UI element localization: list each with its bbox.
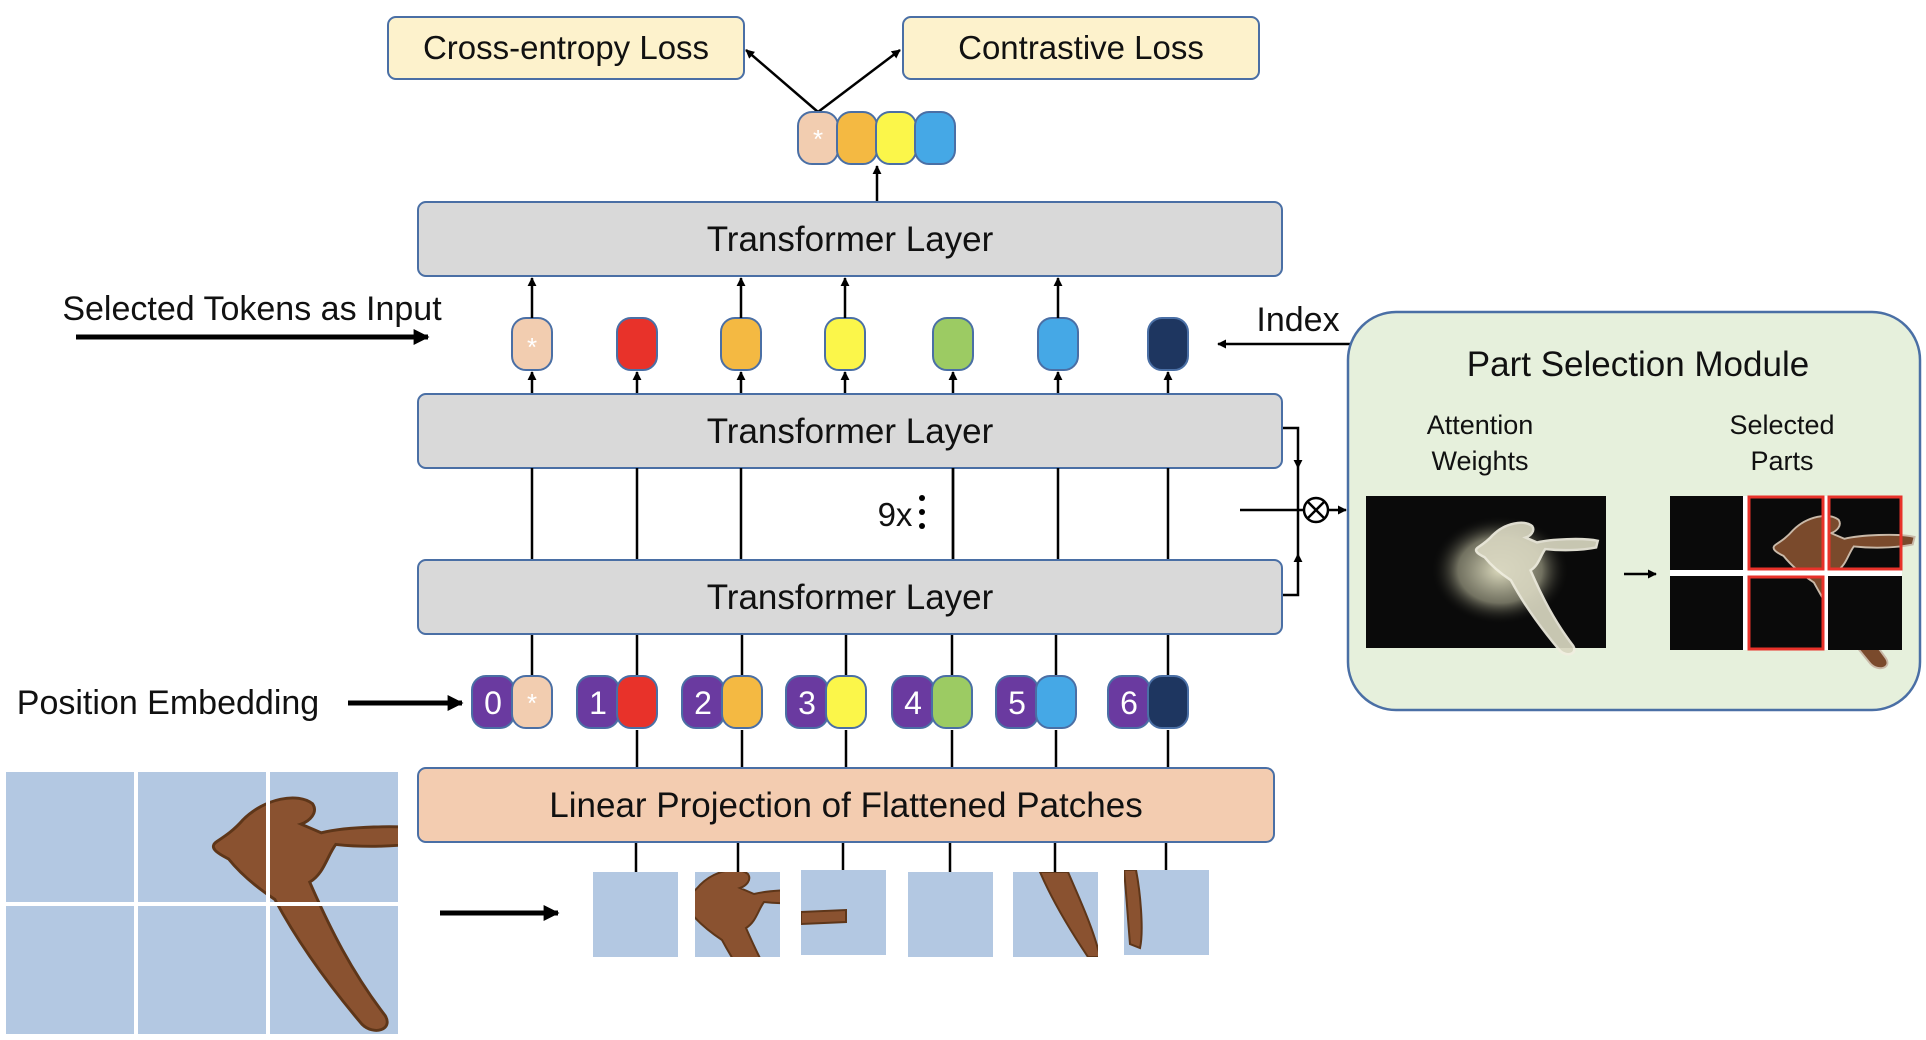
selected-token-1 — [616, 317, 658, 371]
output-token-2 — [836, 111, 878, 165]
selected-tokens-label: Selected Tokens as Input — [62, 290, 442, 328]
embedded-token-0: 0* — [471, 635, 553, 729]
position-index-label: 1 — [589, 685, 607, 721]
patch-token — [825, 675, 867, 729]
attention-weights-label-line1: Attention — [1427, 410, 1534, 440]
patch-token — [511, 675, 553, 729]
selected-token-3 — [824, 317, 866, 371]
position-embedding-label: Position Embedding — [17, 684, 319, 722]
patch-token — [616, 675, 658, 729]
attention-weights-label-line2: Weights — [1431, 446, 1528, 476]
selected-token-cls-mark: * — [527, 332, 537, 362]
part-cell-4 — [1748, 576, 1824, 650]
patch-token — [1147, 675, 1189, 729]
contrastive-loss-box — [902, 16, 1260, 80]
repeat-ellipsis — [919, 495, 925, 529]
cross-entropy-loss-box — [387, 16, 745, 80]
cls-token-mark: * — [527, 688, 537, 718]
output-token-group: * — [797, 111, 956, 165]
selected-token-2 — [720, 317, 762, 371]
embedded-token-2: 2 — [681, 635, 763, 729]
selected-token-6 — [1147, 317, 1189, 371]
patch-token — [931, 675, 973, 729]
patch-token — [721, 675, 763, 729]
position-index-label: 6 — [1120, 685, 1138, 721]
selected-token-5 — [1037, 317, 1079, 371]
psm-title: Part Selection Module — [1467, 345, 1809, 384]
arrow-to-cross-entropy — [745, 49, 819, 113]
layer-connections — [530, 468, 1170, 560]
transformer-layer-bottom-label: Transformer Layer — [707, 578, 994, 617]
selected-parts-label-line1: Selected — [1729, 410, 1834, 440]
position-index-label: 2 — [694, 685, 712, 721]
input-image — [6, 772, 398, 1034]
output-token-cls-mark: * — [813, 124, 823, 154]
embedded-token-6: 6 — [1107, 635, 1189, 729]
cross-entropy-loss-label: Cross-entropy Loss — [423, 29, 709, 66]
transformer-layer-top-label: Transformer Layer — [707, 220, 994, 259]
position-index-label: 4 — [904, 685, 922, 721]
index-label: Index — [1256, 301, 1339, 339]
embedded-token-3: 3 — [785, 635, 867, 729]
selected-token-4 — [932, 317, 974, 371]
transformer-layer-bottom — [417, 559, 1283, 635]
selected-parts-label-line2: Parts — [1750, 446, 1813, 476]
linear-projection-box — [417, 767, 1275, 843]
flattened-patches — [593, 870, 1209, 957]
transformer-layer-middle — [417, 393, 1283, 469]
embedded-token-5: 5 — [995, 635, 1077, 729]
transformer-layer-top — [417, 201, 1283, 277]
position-index-label: 5 — [1008, 685, 1026, 721]
selected-token-row — [511, 277, 1189, 394]
selected-part-highlight-2 — [1827, 495, 1903, 571]
selected-part-highlight-4 — [1747, 575, 1825, 651]
patch-4 — [908, 872, 993, 957]
output-token-3 — [875, 111, 917, 165]
arrow-to-contrastive — [817, 49, 901, 113]
selected-part-highlight-1 — [1747, 495, 1825, 571]
output-token-5 — [914, 111, 956, 165]
repeat-count-label: 9x — [878, 496, 913, 533]
transformer-layer-middle-label: Transformer Layer — [707, 412, 994, 451]
patch-connections — [634, 843, 1168, 872]
linear-projection-label: Linear Projection of Flattened Patches — [549, 786, 1142, 825]
attention-map-image — [1366, 496, 1606, 656]
contrastive-loss-label: Contrastive Loss — [958, 29, 1204, 66]
projection-connections — [635, 730, 1170, 768]
multiply-node — [1302, 496, 1330, 524]
patch-1 — [593, 872, 678, 957]
position-index-label: 0 — [484, 685, 502, 721]
embedded-token-1: 1 — [576, 635, 658, 729]
selected-parts-grid — [1670, 495, 1916, 670]
patch-token — [1035, 675, 1077, 729]
position-index-label: 3 — [798, 685, 816, 721]
embedded-token-4: 4 — [891, 635, 973, 729]
